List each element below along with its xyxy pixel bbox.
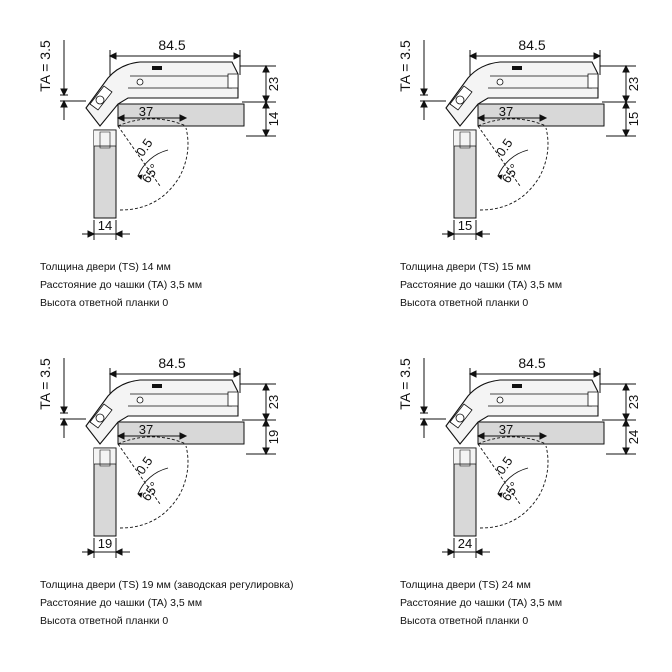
caption-line: Толщина двери (TS) 24 мм [400,579,531,591]
hinge-diagram: TA = 3.5 84.5 23 24 37 0.5 65° 24 [397,355,641,558]
height-label: 23 [626,77,641,91]
door-label: 15 [458,218,472,233]
hinge-body [445,379,599,445]
hinge-diagram-panel: TA = 3.5 84.5 23 14 37 0.5 65° 14 Толщин… [0,0,336,336]
caption: Толщина двери (TS) 15 мм Расстояние до ч… [400,258,562,312]
ta-label: TA = 3.5 [37,40,53,92]
angle-label: 65° [139,479,163,504]
width-label: 84.5 [518,355,545,371]
hinge-diagram-panel: TA = 3.5 84.5 23 19 37 0.5 65° 19 Толщин… [0,318,336,654]
hinge-diagram: TA = 3.5 84.5 23 15 37 0.5 65° 15 [397,37,641,240]
door-label: 14 [98,218,112,233]
caption-line: Высота ответной планки 0 [40,297,169,309]
caption-line: Расстояние до чашки (TA) 3,5 мм [400,279,563,291]
width-label: 84.5 [158,355,185,371]
angle-label: 65° [499,479,523,504]
side-label: 24 [626,430,641,444]
cup-label: 37 [139,422,153,437]
ta-label: TA = 3.5 [37,358,53,410]
hinge-diagram-panel: TA = 3.5 84.5 23 24 37 0.5 65° 24 Толщин… [360,318,672,654]
caption-line: Толщина двери (TS) 15 мм [400,261,531,273]
ta-label: TA = 3.5 [397,40,413,92]
ta-label: TA = 3.5 [397,358,413,410]
caption-line: Расстояние до чашки (TA) 3,5 мм [40,279,203,291]
hinge-body [85,379,239,445]
gap-label: 0.5 [493,136,516,159]
caption-line: Высота ответной планки 0 [40,615,169,627]
hinge-diagram-panel: TA = 3.5 84.5 23 15 37 0.5 65° 15 Толщин… [360,0,672,336]
width-label: 84.5 [518,37,545,53]
caption: Толщина двери (TS) 14 мм Расстояние до ч… [40,258,202,312]
cup-label: 37 [139,104,153,119]
caption-line: Расстояние до чашки (TA) 3,5 мм [40,597,203,609]
gap-label: 0.5 [493,454,516,477]
height-label: 23 [266,77,281,91]
hinge-diagram: TA = 3.5 84.5 23 19 37 0.5 65° 19 [37,355,281,558]
side-label: 15 [626,112,641,126]
gap-label: 0.5 [133,136,156,159]
caption: Толщина двери (TS) 19 мм (заводская регу… [40,576,294,630]
angle-label: 65° [139,161,163,186]
width-label: 84.5 [158,37,185,53]
height-label: 23 [266,395,281,409]
caption-line: Высота ответной планки 0 [400,297,529,309]
side-label: 14 [266,112,281,126]
hinge-body [85,61,239,127]
caption-line: Высота ответной планки 0 [400,615,529,627]
side-label: 19 [266,430,281,444]
cup-label: 37 [499,422,513,437]
angle-label: 65° [499,161,523,186]
caption-line: Расстояние до чашки (TA) 3,5 мм [400,597,563,609]
door [453,447,477,537]
door [93,129,117,219]
door-label: 24 [458,536,472,551]
door-label: 19 [98,536,112,551]
cup-label: 37 [499,104,513,119]
caption: Толщина двери (TS) 24 мм Расстояние до ч… [400,576,562,630]
hinge-body [445,61,599,127]
door [453,129,477,219]
height-label: 23 [626,395,641,409]
gap-label: 0.5 [133,454,156,477]
caption-line: Толщина двери (TS) 19 мм (заводская регу… [40,579,294,591]
hinge-diagram: TA = 3.5 84.5 23 14 37 0.5 65° 14 [37,37,281,240]
caption-line: Толщина двери (TS) 14 мм [40,261,171,273]
door [93,447,117,537]
